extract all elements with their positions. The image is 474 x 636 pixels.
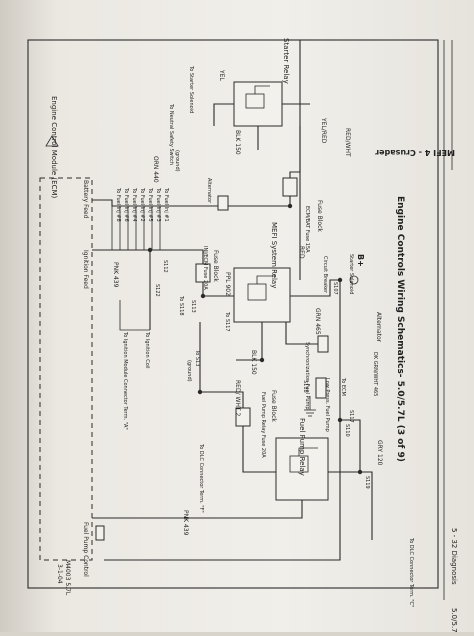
low-press-pump-label: Low Press. Fuel Pump [324, 378, 330, 432]
wire-label-red-wht: RED/WHT [344, 128, 351, 157]
ignition-feed-label: Ignition Feed [82, 250, 89, 289]
inj-ecm-fuse-label: INJ/ECM Fuse 20A [202, 246, 208, 290]
wire-gry-120 [360, 471, 373, 540]
low-press-connector [315, 377, 327, 399]
alternator-top-label: Alternator [375, 312, 382, 343]
diagram-frame [27, 39, 439, 589]
to-neutral-label: To Neutral Safety Switch [168, 103, 174, 165]
circuit-breaker-label: Circuit Breaker [322, 256, 328, 294]
ecm-box [39, 177, 93, 561]
page-title: Engine Controls Wiring Schematics- 5.0/5… [395, 196, 405, 462]
wire-label-grn-465: GRN 465 [314, 308, 321, 335]
to-dlc-f-label: To DLC Connector Term. "F" [198, 443, 204, 513]
wire-label-pnk-439: PNK 439 [112, 262, 119, 288]
doc-code: M4003 5.7L [64, 560, 71, 596]
alternator-connector [217, 195, 229, 211]
ecm-connector-j2 [95, 525, 105, 541]
fp-fuse-wire [242, 426, 276, 473]
fp-fuse-label: Fuel Pump Relay Fuse 20A [260, 392, 266, 458]
battery-feed-label: Battery Feed [82, 180, 89, 219]
inj-5-label: To Fuel Inj #5 [147, 187, 153, 222]
wire-label-gry-120: GRY 120 [376, 440, 383, 466]
alternator-left-label: Alternator [206, 178, 212, 204]
inj-6-label: To Fuel Inj #6 [123, 187, 129, 222]
starter-relay-contact [254, 85, 270, 94]
splice-s122: S122 [154, 284, 160, 297]
to-ecm-label: To ECM [340, 377, 346, 396]
ground-icon [304, 396, 316, 417]
injector-lines [111, 206, 161, 250]
wire-pnk-439 [92, 249, 204, 264]
splice-s117: S117 [348, 410, 354, 423]
wire-label-yel: YEL [218, 69, 225, 81]
splice-s113: S113 [190, 300, 196, 313]
wire-label-yel-red: YEL/RED [320, 117, 327, 144]
wire-blk-150-mefi [236, 322, 263, 361]
b-plus-terminal [349, 275, 359, 285]
splice-s107: S107 [332, 282, 338, 295]
wire-pnk-fp-control [92, 500, 303, 519]
fuel-pump-control-label: Fuel Pump Control [82, 522, 89, 577]
fuse-block-fp-label: Fuse Block [270, 390, 277, 422]
to-ground-label-2: (ground) [186, 360, 192, 382]
doc-date: 3-1-04 [56, 564, 63, 584]
fuel-pump-relay-label: Fuel Pump Relay [298, 418, 306, 476]
to-dlc-c-label: To DLC Connector Term. "C" [408, 537, 414, 607]
mefi-relay-label: MEFI System Relay [270, 222, 278, 288]
inj-8-label: To Fuel Inj #8 [115, 187, 121, 222]
starter-solenoid-label: Starter Solenoid [348, 254, 354, 294]
to-ground-label-1: (ground) [174, 150, 180, 172]
sync-pump-label: Synchronization Fuel Pump [304, 342, 310, 410]
wire-red-wht-main [104, 280, 341, 561]
ign-coil-wire [119, 300, 150, 331]
splice-s112: S112 [162, 260, 168, 273]
footer-page: 5 - 32 Diagnosis [450, 528, 458, 585]
to-ign-module-label: To Ignition Module Connector Term. "A" [122, 331, 128, 430]
inj-2-label: To Fuel Inj #2 [139, 187, 145, 222]
ecm-bat-fuse [282, 177, 298, 197]
section-title: MEFI 4 - Crusader [375, 148, 455, 157]
ecm-label: Engine Control Module (ECM) [50, 96, 58, 199]
wire-label-red: RED [298, 246, 305, 259]
to-ignition-coil-label: To Ignition Coil [144, 331, 150, 369]
warning-triangle-icon [45, 135, 59, 147]
wire-label-red-wht-2: RED/ WHT 2 [234, 380, 241, 417]
fuse-block-top-label: Fuse Block [316, 200, 323, 232]
to-s13-label: To S13 [194, 349, 200, 366]
wire-grn-465 [285, 322, 318, 345]
wire-label-blk-150: BLK 150 [234, 130, 241, 155]
fp-relay-contact [298, 447, 318, 456]
inj-4-label: To Fuel Inj #4 [131, 187, 137, 222]
wire-label-blk-150-mefi: BLK 150 [250, 350, 257, 375]
splice-s110: S110 [344, 424, 350, 437]
starter-relay [233, 81, 283, 127]
splice-s119: S119 [364, 476, 370, 489]
wire-yel-red [289, 126, 301, 178]
sync-pump-connector [317, 335, 329, 353]
splice-s118: S118 [302, 380, 308, 393]
wire-label-dk-grn: DK GRN/WHT 465 [372, 352, 378, 396]
wire-label-ppl-902: PPL 902 [224, 272, 231, 296]
to-s118-label: To S118 [178, 295, 184, 316]
splice-points [147, 203, 363, 475]
fp-relay-feed [328, 419, 361, 473]
to-starter-sol-label: To Starter Solenoid [188, 65, 194, 113]
starter-relay-label: Starter Relay [282, 38, 290, 84]
inj-1-label: To Fuel Inj #1 [163, 187, 169, 222]
to-s117-label: To S117 [224, 311, 230, 332]
fuse-block-mid-label: Fuse Block [212, 250, 219, 282]
ecm-bat-fuse-label: ECM/BAT Fuse 15A [304, 206, 310, 253]
wire-label-orn-440: ORN 440 [152, 156, 159, 183]
wire-yel [213, 103, 234, 126]
fp-fuse-in [200, 391, 244, 408]
mefi-system-relay [233, 267, 291, 323]
inj-3-label: To Fuel Inj #3 [155, 187, 161, 222]
mefi-relay-contact [256, 275, 276, 284]
mefi-relay-feed [290, 279, 340, 297]
wire-label-pnk-fp: PNK 439 [182, 510, 189, 536]
footer-engines: 5.0/5.7/6.0/8.1L [450, 608, 458, 632]
b-plus-label: B+ [356, 254, 365, 267]
